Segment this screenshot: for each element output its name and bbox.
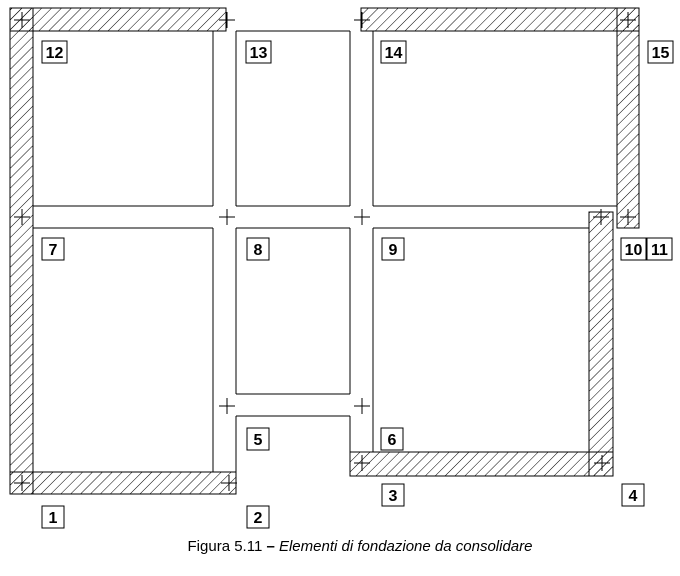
- node-label: 5: [254, 432, 263, 449]
- node-14: 14: [354, 12, 407, 64]
- node-label-box: [246, 237, 270, 261]
- node-label-box: [41, 505, 65, 529]
- node-label: 11: [651, 242, 668, 259]
- node-cross-marker: [14, 12, 30, 28]
- node-cross-marker: [14, 475, 30, 491]
- node-cross-marker: [221, 475, 237, 491]
- caption-separator: –: [266, 538, 275, 555]
- node-label: 12: [46, 45, 64, 62]
- node-label: 9: [389, 242, 398, 259]
- node-label: 13: [250, 45, 268, 62]
- node-label-box: [380, 40, 407, 64]
- node-cross-marker: [593, 209, 609, 225]
- node-cross-marker: [219, 398, 235, 414]
- node-label: 6: [388, 432, 397, 449]
- node-9: 9: [354, 209, 405, 261]
- node-label: 3: [389, 488, 398, 505]
- node-label-box: [246, 427, 270, 451]
- node-13: 13: [219, 12, 272, 64]
- hatched-wall-right-upper: [616, 7, 640, 229]
- node-10: 10: [593, 209, 647, 261]
- hatched-wall-right-lower: [588, 211, 614, 477]
- caption-text: Elementi di fondazione da consolidare: [278, 538, 533, 555]
- hatched-wall-top-right: [360, 7, 640, 32]
- node-cross-marker: [219, 12, 235, 28]
- node-12: 12: [14, 12, 68, 64]
- node-cross-marker: [14, 209, 30, 225]
- node-cross-marker: [354, 209, 370, 225]
- node-label-box: [245, 40, 272, 64]
- figure-caption: Figura 5.11 – Elementi di fondazione da …: [0, 538, 680, 555]
- node-label: 14: [385, 45, 403, 62]
- plain-outlines: [33, 30, 617, 472]
- node-cross-marker: [620, 209, 636, 225]
- node-label-box: [647, 40, 674, 64]
- node-5: 5: [219, 398, 270, 451]
- node-4: 4: [594, 455, 645, 507]
- node-1: 1: [14, 475, 65, 529]
- node-label: 15: [652, 45, 670, 62]
- node-label-box: [41, 237, 65, 261]
- hatched-wall-left: [9, 7, 34, 495]
- node-cross-marker: [594, 455, 610, 471]
- node-2: 2: [221, 475, 270, 529]
- node-8: 8: [219, 209, 270, 261]
- node-cross-marker: [219, 209, 235, 225]
- node-label: 8: [254, 242, 263, 259]
- node-label-box: [621, 483, 645, 507]
- hatched-elements: [9, 7, 640, 495]
- node-label: 7: [49, 242, 58, 259]
- node-label: 4: [629, 488, 638, 505]
- node-label-box: [246, 505, 270, 529]
- node-cross-marker: [620, 12, 636, 28]
- node-label-box: [620, 237, 647, 261]
- node-label-box: [41, 40, 68, 64]
- node-label-box: [381, 237, 405, 261]
- node-label-box: [646, 237, 673, 261]
- node-label: 10: [625, 242, 643, 259]
- caption-label: Figura 5.11: [187, 538, 263, 555]
- node-3: 3: [354, 455, 405, 507]
- node-7: 7: [14, 209, 65, 261]
- node-cross-marker: [354, 398, 370, 414]
- node-label-box: [381, 483, 405, 507]
- node-label: 2: [254, 510, 263, 527]
- hatched-wall-top-left: [9, 7, 227, 32]
- hatched-wall-bottom-right: [349, 451, 614, 477]
- node-cross-marker: [354, 455, 370, 471]
- node-15: 15: [620, 12, 674, 64]
- node-label: 1: [49, 510, 58, 527]
- node-label-box: [380, 427, 404, 451]
- node-6: 6: [354, 398, 404, 451]
- node-11: 11: [620, 209, 673, 261]
- node-cross-marker: [354, 12, 370, 28]
- hatched-wall-bottom-left: [9, 471, 237, 495]
